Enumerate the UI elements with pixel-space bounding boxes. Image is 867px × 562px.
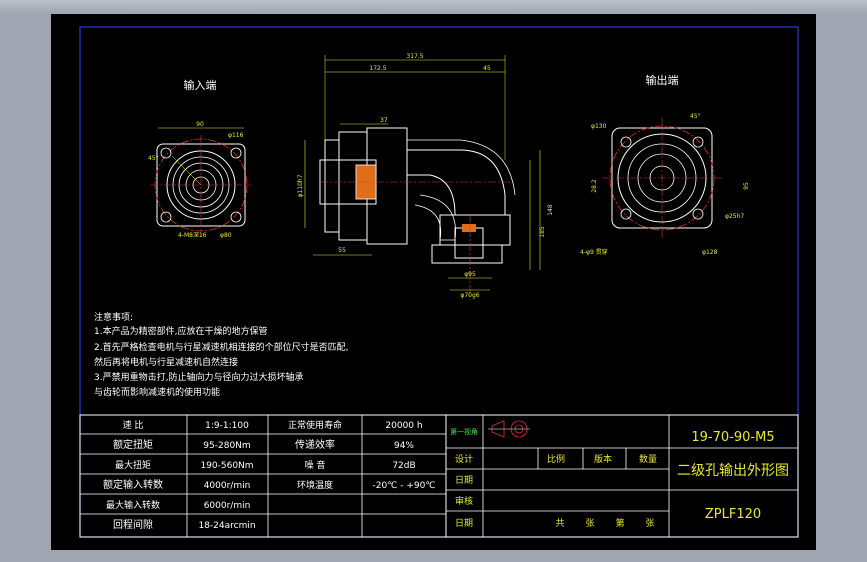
svg-text:4-φ9 贯穿: 4-φ9 贯穿 (580, 248, 608, 256)
notes-block: 注意事项: 1.本产品为精密部件,应放在干燥的地方保管 2.首先严格检查电机与行… (94, 311, 348, 398)
svg-text:张: 张 (645, 518, 654, 529)
svg-text:95: 95 (743, 182, 750, 190)
spec-value: 190-560Nm (200, 461, 253, 471)
spec-table: 速 比 1:9-1:100 正常使用寿命 20000 h 额定扭矩 95-280… (79, 414, 447, 538)
svg-text:φ95: φ95 (464, 271, 476, 278)
svg-text:第: 第 (615, 517, 624, 529)
svg-text:共: 共 (555, 518, 564, 529)
svg-text:172.5: 172.5 (369, 65, 386, 72)
tb-col-version: 版本 (594, 453, 612, 465)
app-background (0, 0, 867, 14)
output-end-view: 输出端 φ130 45° 28.2 φ25h7 φ128 4-φ9 贯穿 95 (580, 73, 750, 256)
tb-col-scale: 比例 (547, 453, 565, 465)
svg-text:φ128: φ128 (702, 249, 718, 256)
note-line: 3.严禁用重物击打,防止轴向力与径向力过大损坏轴承 (94, 371, 303, 383)
svg-text:φ70g6: φ70g6 (460, 292, 479, 299)
svg-text:φ116: φ116 (228, 132, 244, 139)
spec-value: 6000r/min (204, 501, 251, 511)
note-line: 1.本产品为精密部件,应放在干燥的地方保管 (94, 325, 267, 337)
tb-label-review: 审核 (455, 495, 473, 507)
svg-text:φ25h7: φ25h7 (725, 213, 744, 220)
spec-value: 72dB (392, 461, 415, 471)
svg-text:185: 185 (539, 226, 546, 238)
svg-text:45°: 45° (690, 113, 701, 120)
spec-value: 1:9-1:100 (205, 421, 249, 431)
drawing-border (79, 26, 799, 538)
side-section-view: 317.5 172.5 45 37 φ110h7 55 148 185 φ95 (297, 53, 554, 300)
svg-text:45°: 45° (148, 155, 159, 162)
model-number: ZPLF120 (705, 507, 761, 522)
spec-value: 20000 h (385, 421, 422, 431)
projection-symbol-icon (488, 420, 530, 438)
input-end-view: 输入端 90 45° φ116 4-M8深16 φ80 (148, 78, 252, 239)
spec-label: 噪 音 (305, 459, 326, 471)
spec-value: -20℃ - +90℃ (373, 481, 436, 491)
projection-label: 第一视角 (450, 427, 478, 436)
svg-text:55: 55 (338, 247, 346, 254)
input-end-title: 输入端 (184, 78, 217, 92)
spec-label: 最大输入转数 (106, 499, 160, 511)
title-block: 第一视角 设计 日期 审核 日期 比例 版本 数量 共 张 第 张 19-70-… (445, 414, 799, 538)
output-end-title: 输出端 (646, 73, 679, 87)
spec-label: 回程间隙 (113, 518, 153, 531)
note-line: 2.首先严格检查电机与行星减速机相连接的个部位尺寸是否匹配, (94, 341, 348, 353)
tb-label-date2: 日期 (455, 518, 473, 529)
spec-label: 最大扭矩 (115, 459, 151, 471)
spec-value: 4000r/min (204, 481, 251, 491)
drawing-name: 二级孔输出外形图 (677, 463, 789, 479)
note-line: 与齿轮而影响减速机的使用功能 (94, 386, 220, 398)
svg-text:317.5: 317.5 (406, 53, 423, 60)
svg-text:φ80: φ80 (220, 232, 232, 239)
notes-heading: 注意事项: (94, 311, 133, 323)
svg-text:148: 148 (547, 204, 554, 216)
note-line: 然后再将电机与行星减速机自然连接 (94, 356, 238, 368)
svg-text:90: 90 (196, 121, 204, 128)
svg-text:φ110h7: φ110h7 (297, 174, 304, 197)
spec-value: 94% (394, 441, 414, 451)
spec-value: 95-280Nm (203, 441, 250, 451)
spec-label: 环境温度 (297, 479, 333, 491)
svg-text:45: 45 (483, 65, 491, 72)
svg-text:张: 张 (585, 518, 594, 529)
svg-text:37: 37 (380, 117, 388, 124)
spec-label: 正常使用寿命 (288, 419, 342, 431)
spec-value: 18-24arcmin (198, 521, 255, 531)
tb-label-design: 设计 (455, 453, 473, 465)
tb-label-date: 日期 (455, 475, 473, 486)
svg-text:φ130: φ130 (591, 123, 607, 130)
spec-label: 速 比 (123, 419, 144, 431)
spec-label: 传递效率 (295, 438, 335, 451)
drawing-sheet (51, 14, 816, 550)
drawing-number: 19-70-90-M5 (691, 430, 774, 445)
spec-label: 额定扭矩 (113, 438, 153, 451)
tb-col-qty: 数量 (639, 453, 657, 465)
svg-text:4-M8深16: 4-M8深16 (178, 231, 207, 239)
svg-text:28.2: 28.2 (591, 179, 598, 193)
spec-label: 额定输入转数 (103, 478, 163, 491)
